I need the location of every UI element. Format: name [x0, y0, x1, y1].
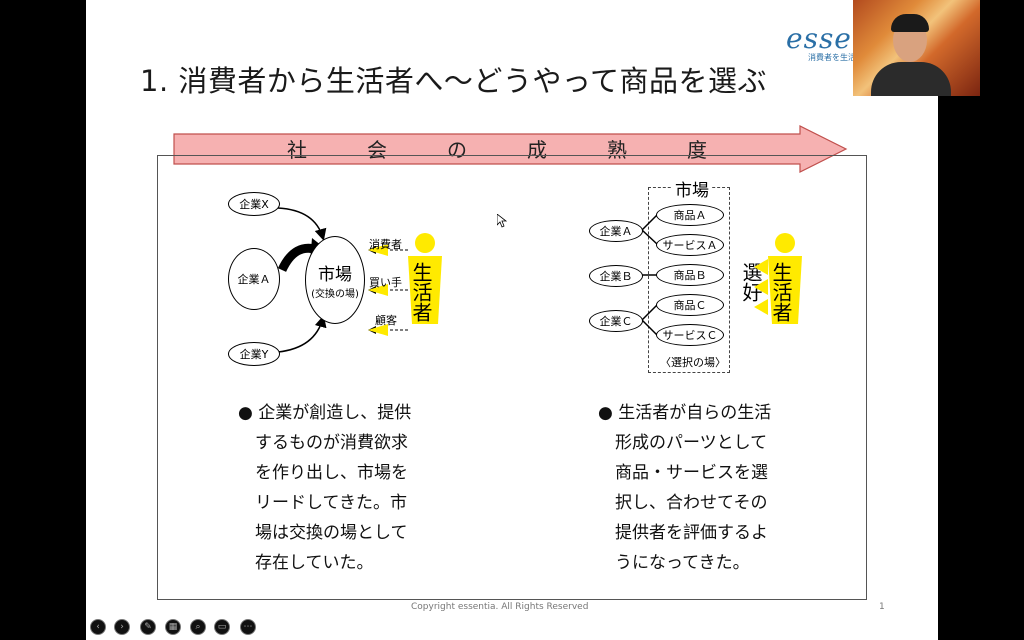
page-number: 1 — [879, 602, 885, 612]
copyright-footer: Copyright essentia. All Rights Reserved — [411, 602, 589, 612]
band-char: 度 — [687, 138, 707, 162]
mouse-cursor — [497, 214, 507, 228]
company-b-node: 企業Ｂ — [589, 265, 643, 287]
product-a-node: 商品Ａ — [656, 204, 724, 226]
more-icon[interactable]: ⋯ — [240, 619, 256, 635]
person-label-left: 生活者 — [409, 262, 433, 322]
pen-icon[interactable]: ✎ — [140, 619, 156, 635]
prev-icon[interactable]: ‹ — [90, 619, 106, 635]
person-label-right: 生活者 — [769, 262, 793, 322]
company-a-node: 企業Ａ — [589, 220, 643, 242]
band-char: 会 — [367, 138, 387, 162]
market-title: 市場 — [672, 176, 712, 201]
band-char: 熟 — [607, 138, 627, 162]
camera-icon[interactable]: ▭ — [214, 619, 230, 635]
company-x-node: 企業X — [228, 192, 280, 216]
market-sub-label: (交換の場) — [311, 289, 359, 300]
webcam-video — [853, 0, 980, 96]
person-icon — [408, 233, 442, 324]
zoom-icon[interactable]: ⌕ — [190, 619, 206, 635]
logo-tagline: 消費者を生活者へ — [808, 53, 872, 62]
role-customer: 顧客 — [375, 314, 397, 327]
next-icon[interactable]: › — [114, 619, 130, 635]
slide-title: 1. 消費者から生活者へ～どうやって商品を選ぶ — [140, 64, 767, 98]
maturity-arrow — [173, 125, 848, 173]
role-consumer: 消費者 — [369, 238, 402, 251]
market-node: 市場 (交換の場) — [305, 236, 365, 324]
preference-arrows — [754, 259, 768, 315]
market-label: 市場 — [318, 265, 352, 285]
company-c-node: 企業Ｃ — [589, 310, 643, 332]
band-char: 社 — [287, 138, 307, 162]
person-icon — [768, 233, 802, 324]
bullet-left: ● 企業が創造し、提供 するものが消費欲求 を作り出し、市場を リードしてきた。… — [238, 403, 412, 573]
product-c-node: 商品Ｃ — [656, 294, 724, 316]
bullet-right: ● 生活者が自らの生活 形成のパーツとして 商品・サービスを選 択し、合わせてそ… — [598, 403, 772, 573]
content-frame — [157, 155, 867, 600]
slides-icon[interactable]: ▦ — [165, 619, 181, 635]
band-char: 成 — [527, 138, 547, 162]
company-y-node: 企業Y — [228, 342, 280, 366]
service-c-node: サービスＣ — [656, 324, 724, 346]
service-a-node: サービスＡ — [656, 234, 724, 256]
band-char: の — [447, 138, 467, 162]
role-buyer: 買い手 — [369, 276, 402, 289]
selection-place-label: 〈選択の場〉 — [660, 356, 726, 369]
product-b-node: 商品Ｂ — [656, 264, 724, 286]
right-diagram-lines — [641, 214, 658, 336]
essentia-logo: esse — [786, 22, 852, 55]
company-a-node: 企業Ａ — [228, 248, 280, 310]
